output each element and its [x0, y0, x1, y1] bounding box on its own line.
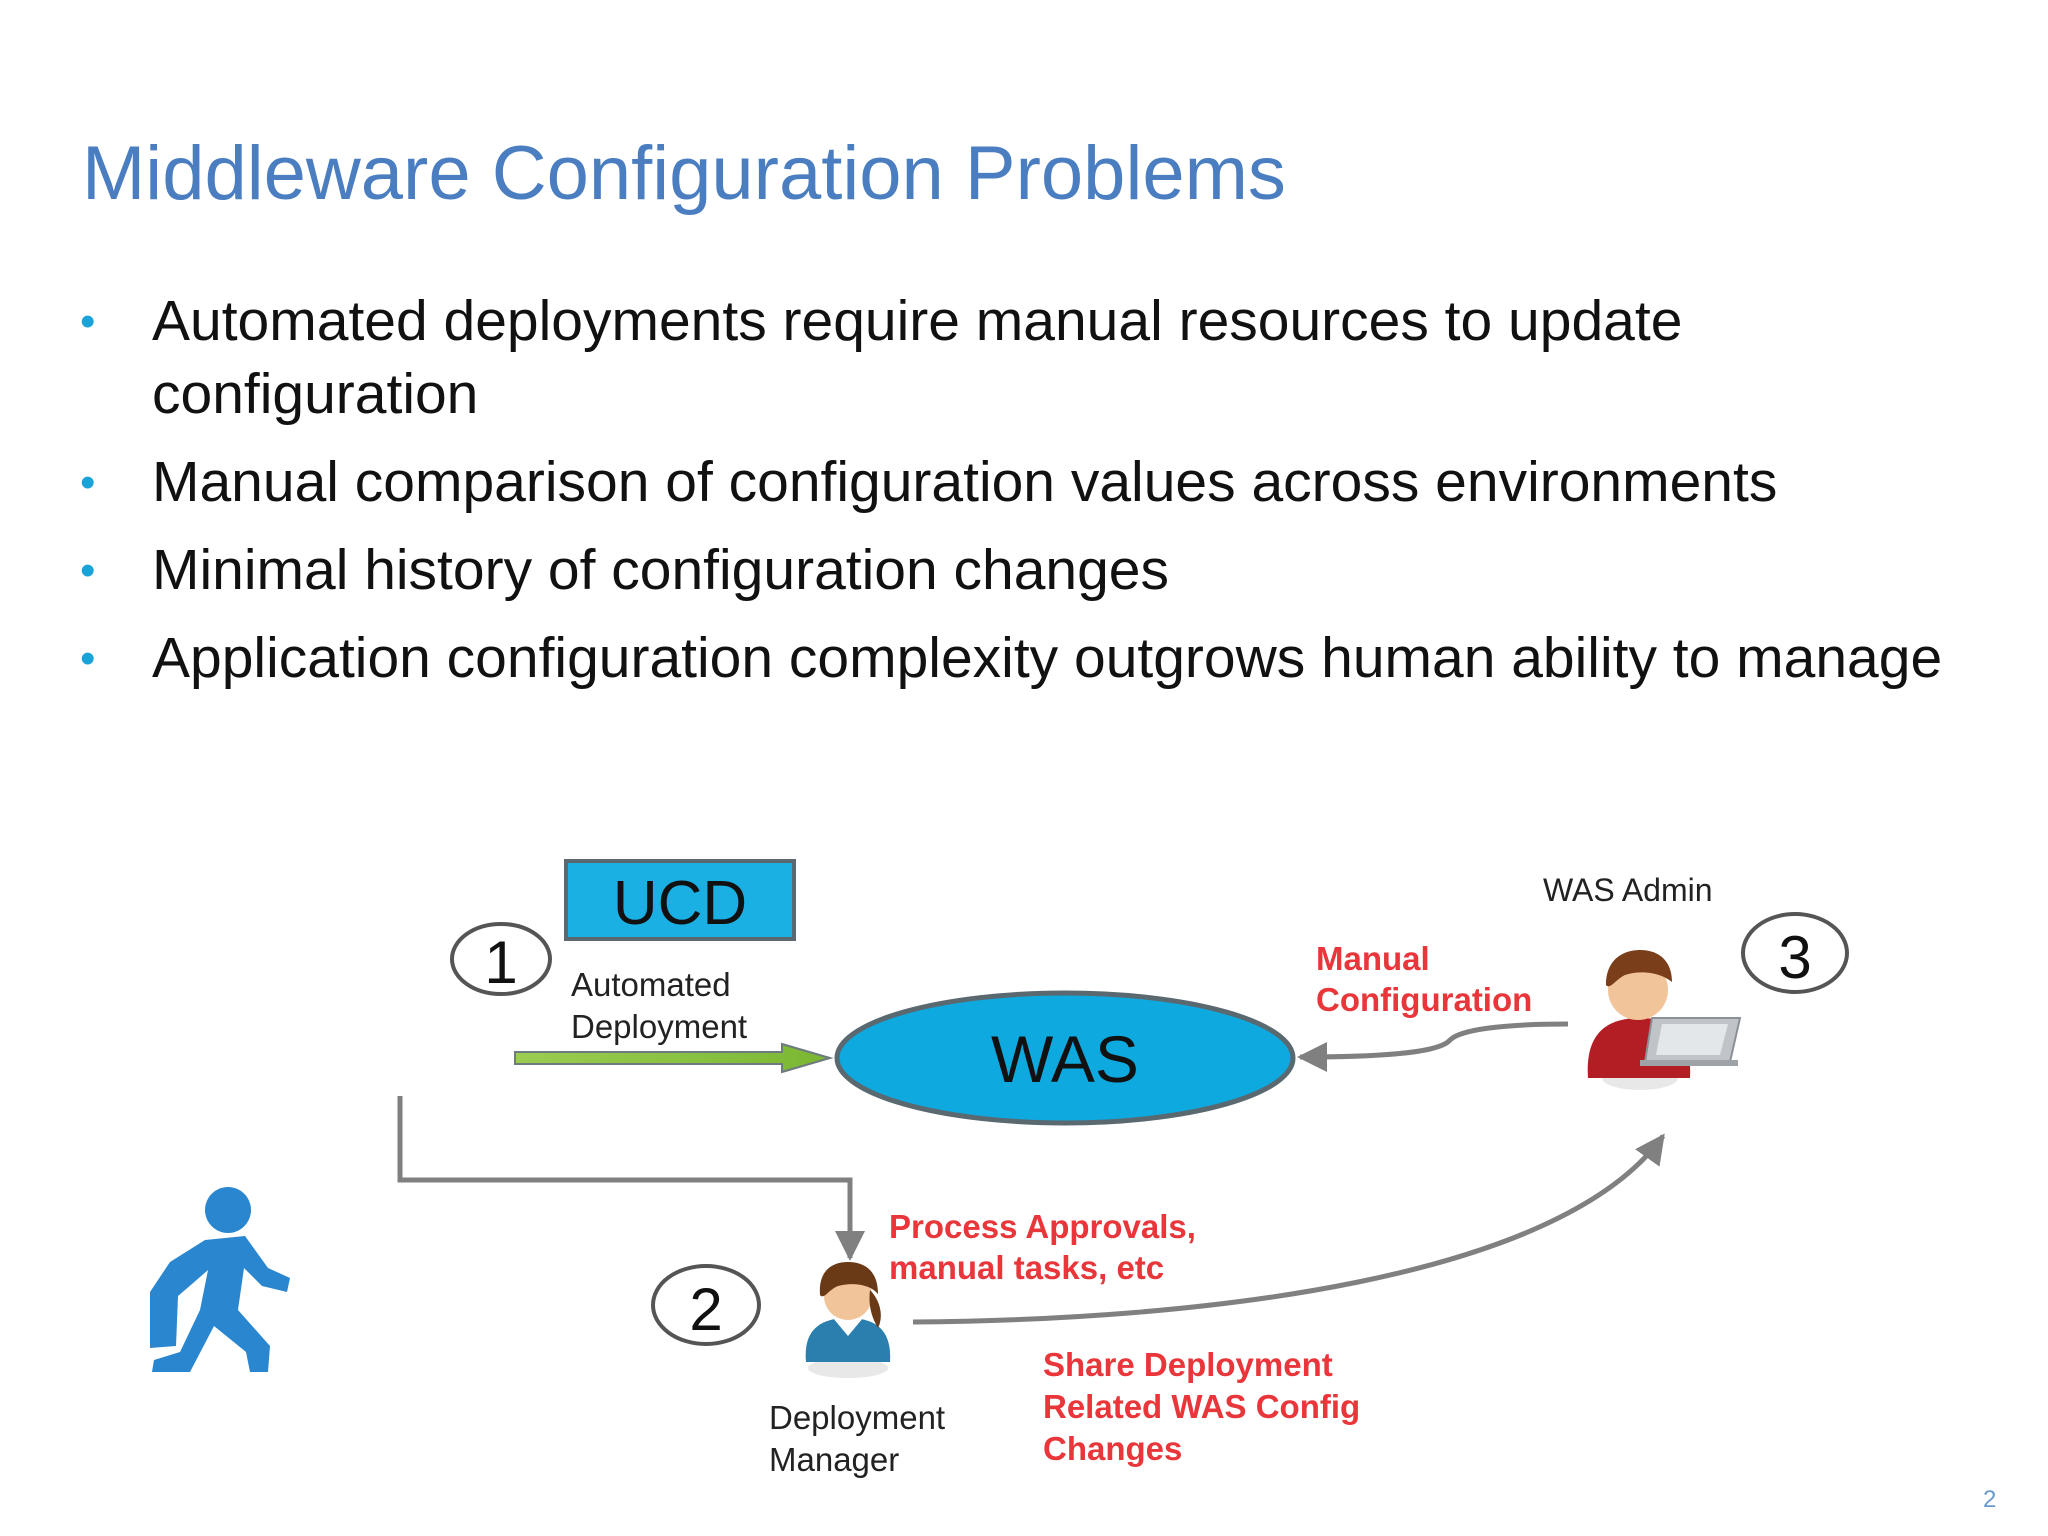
ucd-label: UCD	[613, 869, 747, 938]
step-3-circle	[1741, 912, 1849, 994]
process-approvals-line1: Process Approvals,	[889, 1208, 1196, 1245]
bullet-dot-icon: •	[80, 634, 96, 683]
step-2-circle	[651, 1264, 761, 1346]
deployment-manager-line1: Deployment	[769, 1399, 945, 1436]
share-changes-line1: Share Deployment	[1043, 1346, 1333, 1383]
ucd-box	[564, 859, 796, 941]
deployment-manager-line2: Manager	[769, 1441, 899, 1478]
bullet-item: • Manual comparison of configuration val…	[80, 446, 2000, 519]
handoff-connector	[397, 1096, 865, 1261]
manual-configuration-line2: Configuration	[1316, 981, 1532, 1018]
bullet-item: • Application configuration complexity o…	[80, 622, 2000, 695]
step-3-label: 3	[1778, 924, 1811, 991]
deployment-manager-person-icon	[805, 1262, 891, 1378]
bullet-text: Minimal history of configuration changes	[152, 538, 1170, 602]
was-admin-label: WAS Admin	[1543, 872, 1713, 908]
step-1-label: 1	[484, 929, 517, 996]
slide-title: Middleware Configuration Problems	[82, 131, 1286, 216]
was-admin-laptop-person-icon	[1587, 950, 1742, 1090]
automated-deployment-arrow	[514, 1042, 834, 1074]
walking-person-icon	[150, 1187, 290, 1372]
bullet-dot-icon: •	[80, 458, 96, 507]
bullet-text: Application configuration complexity out…	[152, 626, 1943, 690]
bullet-item: • Minimal history of configuration chang…	[80, 534, 2000, 607]
automated-deployment-line2: Deployment	[571, 1008, 747, 1045]
automated-deployment-line1: Automated	[571, 966, 731, 1003]
step-2-label: 2	[689, 1276, 722, 1343]
bullet-text: Automated deployments require manual res…	[152, 289, 1683, 426]
bullet-text: Manual comparison of configuration value…	[152, 450, 1778, 514]
bullet-dot-icon: •	[80, 546, 96, 595]
share-changes-line3: Changes	[1043, 1430, 1182, 1467]
step-1-circle	[450, 922, 552, 996]
share-changes-line2: Related WAS Config	[1043, 1388, 1360, 1425]
bullet-dot-icon: •	[80, 297, 96, 346]
page-number: 2	[1983, 1486, 1997, 1513]
bullet-item: • Automated deployments require manual r…	[80, 285, 2000, 431]
manual-configuration-arrow	[1297, 1021, 1569, 1072]
manual-configuration-line1: Manual	[1316, 940, 1430, 977]
share-changes-arrow	[912, 1133, 1666, 1325]
was-label: WAS	[991, 1022, 1139, 1096]
was-ellipse	[834, 990, 1296, 1126]
bullet-list: • Automated deployments require manual r…	[80, 285, 2000, 710]
process-approvals-line2: manual tasks, etc	[889, 1249, 1164, 1286]
